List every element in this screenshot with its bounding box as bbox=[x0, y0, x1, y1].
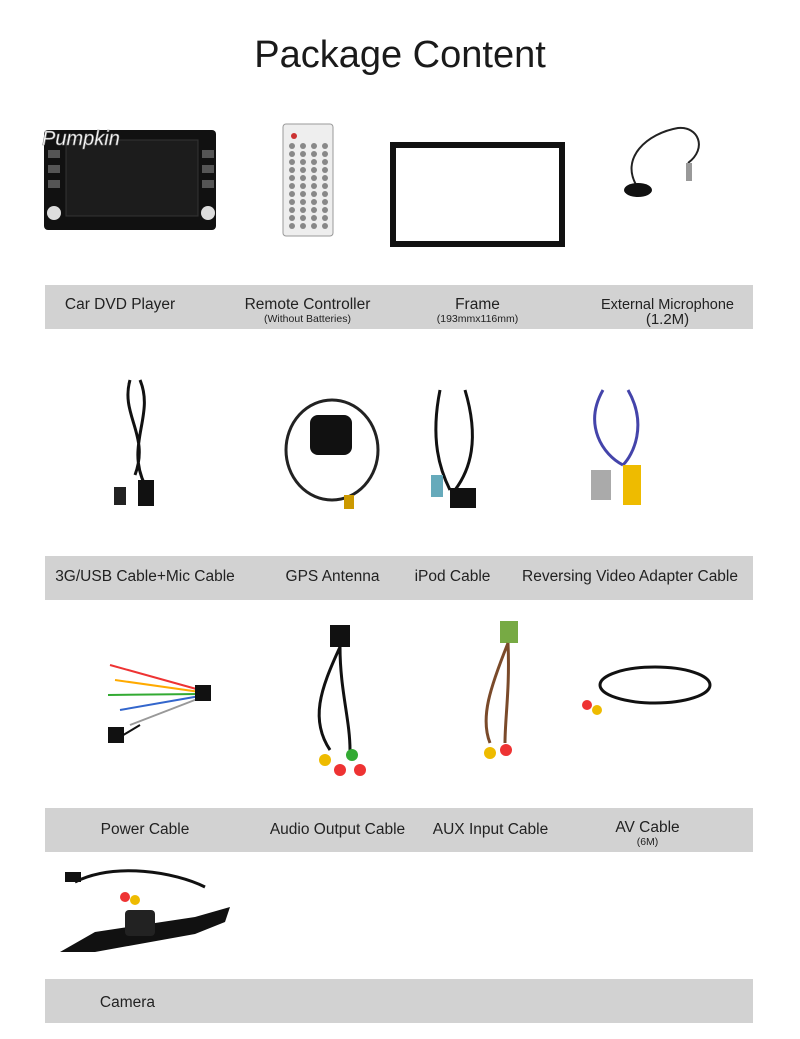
remote-key bbox=[289, 175, 295, 181]
page-title: Package Content bbox=[254, 34, 546, 76]
remote-key bbox=[311, 191, 317, 197]
remote-key bbox=[311, 223, 317, 229]
label-bar bbox=[45, 808, 753, 852]
remote-key bbox=[300, 207, 306, 213]
item-label: Reversing Video Adapter Cable bbox=[522, 568, 738, 585]
remote-key bbox=[300, 143, 306, 149]
remote-key bbox=[300, 175, 306, 181]
item-label: 3G/USB Cable+Mic Cable bbox=[55, 568, 235, 585]
remote-key bbox=[300, 199, 306, 205]
usb-mic-cable-image bbox=[114, 379, 154, 506]
item-label: AV Cable(6M) bbox=[590, 819, 705, 849]
label-bar bbox=[45, 979, 753, 1023]
remote-key bbox=[311, 199, 317, 205]
remote-key bbox=[322, 167, 328, 173]
av-cable-image bbox=[582, 665, 712, 715]
item-label: Audio Output Cable bbox=[269, 821, 406, 838]
label-bar bbox=[45, 556, 753, 600]
remote-key bbox=[300, 159, 306, 165]
remote-key bbox=[322, 183, 328, 189]
item-label: Car DVD Player bbox=[64, 296, 176, 313]
remote-key bbox=[322, 159, 328, 165]
item-note: (1.2M) bbox=[645, 311, 690, 328]
remote-key bbox=[311, 143, 317, 149]
item-name: AV Cable bbox=[615, 819, 680, 836]
item-label: AUX Input Cable bbox=[432, 821, 549, 838]
remote-key bbox=[311, 207, 317, 213]
remote-key bbox=[300, 191, 306, 197]
item-note: (6M) bbox=[636, 836, 659, 848]
item-note: (Without Batteries) bbox=[264, 313, 351, 325]
remote-key bbox=[322, 215, 328, 221]
aux-input-cable-image bbox=[484, 621, 518, 759]
remote-key bbox=[289, 167, 295, 173]
audio-output-cable-image bbox=[317, 625, 366, 776]
remote-key bbox=[322, 151, 328, 157]
remote-key bbox=[311, 215, 317, 221]
remote-key bbox=[311, 167, 317, 173]
remote-key bbox=[322, 143, 328, 149]
remote-key bbox=[289, 143, 295, 149]
remote-key bbox=[289, 183, 295, 189]
remote-key bbox=[311, 151, 317, 157]
external-microphone-image bbox=[624, 126, 700, 197]
remote-key bbox=[300, 167, 306, 173]
item-label: iPod Cable bbox=[414, 568, 491, 585]
item-name: Remote Controller bbox=[244, 296, 371, 313]
remote-key bbox=[289, 199, 295, 205]
remote-key bbox=[311, 183, 317, 189]
remote-key bbox=[289, 191, 295, 197]
frame-image bbox=[390, 142, 565, 247]
remote-key bbox=[322, 207, 328, 213]
remote-key bbox=[300, 223, 306, 229]
item-name: External Microphone bbox=[601, 297, 734, 313]
item-label: Remote Controller(Without Batteries) bbox=[225, 296, 390, 326]
item-note: (193mmx116mm) bbox=[436, 313, 519, 325]
remote-key bbox=[322, 191, 328, 197]
remote-key bbox=[311, 175, 317, 181]
remote-controller-image bbox=[282, 123, 334, 237]
power-cable-image bbox=[107, 664, 211, 743]
gps-antenna-image bbox=[284, 398, 380, 509]
camera-image bbox=[60, 869, 230, 952]
remote-key bbox=[300, 151, 306, 157]
remote-key bbox=[322, 175, 328, 181]
car-dvd-player-image: Pumpkin bbox=[42, 128, 216, 230]
brand-logo: Pumpkin bbox=[42, 128, 120, 150]
reversing-video-adapter-cable-image bbox=[591, 389, 641, 505]
ipod-cable-image bbox=[431, 389, 476, 508]
remote-key bbox=[300, 215, 306, 221]
item-label: Camera bbox=[99, 994, 156, 1011]
remote-key bbox=[311, 159, 317, 165]
item-label: External Microphone(1.2M) bbox=[585, 297, 750, 327]
remote-key bbox=[289, 207, 295, 213]
remote-key bbox=[289, 215, 295, 221]
item-label: GPS Antenna bbox=[285, 568, 380, 585]
remote-key bbox=[289, 223, 295, 229]
remote-key bbox=[289, 159, 295, 165]
remote-key bbox=[289, 151, 295, 157]
item-label: Power Cable bbox=[100, 821, 190, 838]
item-label: Frame(193mmx116mm) bbox=[410, 296, 545, 326]
item-name: Frame bbox=[455, 296, 500, 313]
label-bar bbox=[45, 285, 753, 329]
remote-key bbox=[322, 199, 328, 205]
remote-key bbox=[300, 183, 306, 189]
remote-key bbox=[322, 223, 328, 229]
